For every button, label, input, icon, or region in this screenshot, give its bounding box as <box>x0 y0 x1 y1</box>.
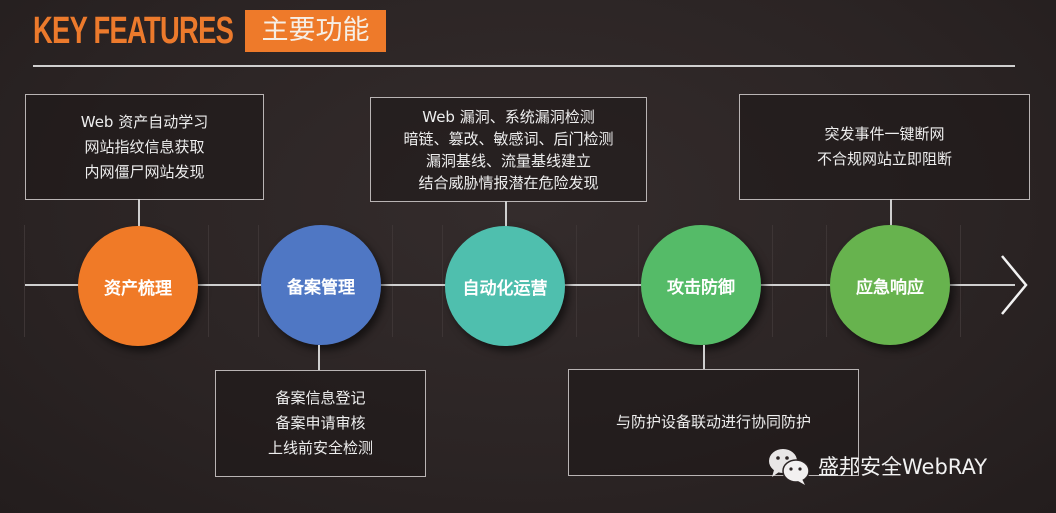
grid-line <box>826 225 827 337</box>
node-emergency-response: 应急响应 <box>830 225 950 345</box>
grid-line <box>208 225 209 337</box>
connector <box>318 345 320 370</box>
grid-line <box>638 225 639 337</box>
connector <box>138 199 140 229</box>
asset-description-box: Web 资产自动学习 网站指纹信息获取 内网僵尸网站发现 <box>25 94 264 200</box>
arrow-right-icon <box>1001 255 1028 315</box>
title-divider <box>33 65 1015 67</box>
connector <box>703 345 705 369</box>
grid-line <box>960 225 961 337</box>
box-line: 内网僵尸网站发现 <box>84 162 205 181</box>
connector <box>505 201 507 227</box>
box-line: 突发事件一键断网 <box>824 125 945 143</box>
node-attack-defense: 攻击防御 <box>641 225 761 345</box>
box-line: Web 漏洞、系统漏洞检测 <box>422 107 595 126</box>
grid-line <box>576 225 577 337</box>
watermark: 盛邦安全WebRAY <box>766 446 987 486</box>
box-line: 与防护设备联动进行协同防护 <box>615 413 811 431</box>
box-line: 不合规网站立即阻断 <box>816 150 952 168</box>
node-filing-management: 备案管理 <box>261 225 381 345</box>
box-line: 上线前安全检测 <box>267 439 373 457</box>
box-line: 网站指纹信息获取 <box>84 137 205 156</box>
title-cn-badge: 主要功能 <box>245 10 386 52</box>
defense-description-box: 与防护设备联动进行协同防护 <box>568 369 859 476</box>
filing-description-box: 备案信息登记 备案申请审核 上线前安全检测 <box>215 370 426 477</box>
grid-line <box>24 225 25 337</box>
box-line: 暗链、篡改、敏感词、后门检测 <box>403 129 614 148</box>
box-line: Web 资产自动学习 <box>80 112 209 131</box>
node-label: 资产梳理 <box>104 278 172 299</box>
emergency-description-box: 突发事件一键断网 不合规网站立即阻断 <box>739 94 1030 200</box>
grid-line <box>258 225 259 337</box>
node-label: 攻击防御 <box>667 277 735 298</box>
connector <box>890 199 892 227</box>
wechat-icon <box>769 449 810 485</box>
node-asset-management: 资产梳理 <box>78 226 198 346</box>
title-en: KEY FEATURES <box>33 10 234 52</box>
grid-line <box>442 225 443 337</box>
grid-line <box>392 225 393 337</box>
watermark-text: 盛邦安全WebRAY <box>818 455 988 479</box>
grid-line <box>772 225 773 337</box>
box-line: 备案申请审核 <box>275 414 366 432</box>
box-line: 结合威胁情报潜在危险发现 <box>418 173 599 192</box>
box-line: 漏洞基线、流量基线建立 <box>425 151 591 170</box>
node-label: 自动化运营 <box>462 278 548 299</box>
node-label: 应急响应 <box>856 277 924 298</box>
ops-description-box: Web 漏洞、系统漏洞检测 暗链、篡改、敏感词、后门检测 漏洞基线、流量基线建立… <box>370 97 647 202</box>
node-label: 备案管理 <box>287 277 355 298</box>
box-line: 备案信息登记 <box>275 389 366 407</box>
node-automated-operations: 自动化运营 <box>445 226 565 346</box>
